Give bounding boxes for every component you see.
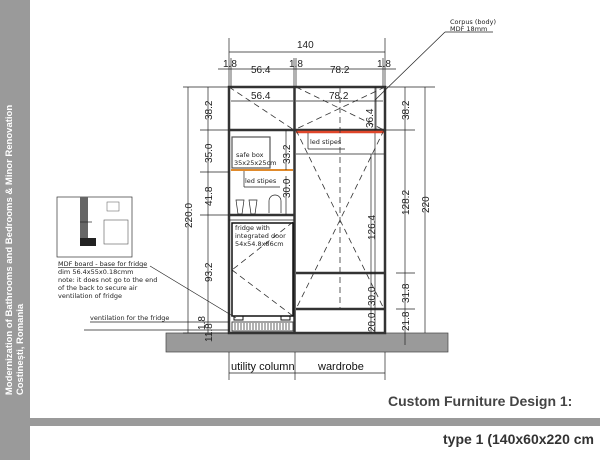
dim-right-total: 220: [421, 196, 432, 213]
fridge: [231, 222, 294, 317]
ventilation-grille: [231, 321, 294, 332]
dim-left-h4: 93.2: [204, 262, 215, 282]
fridge-foot: [233, 315, 244, 321]
door-swing-lines: [228, 86, 386, 317]
fridge-label-2: integrated door: [235, 232, 286, 240]
led-label-left: led stipes: [245, 177, 277, 185]
dim-total-width: 140: [297, 40, 314, 51]
dim-wardrobe-height: 126.4: [367, 215, 378, 240]
right-dimension-lines: [385, 86, 435, 345]
left-dimension-lines: [84, 86, 287, 334]
ventilation-label: ventilation for the fridge: [90, 314, 169, 322]
mdf-note-text: ventilation of fridge: [58, 292, 122, 300]
dim-left-h2: 35.0: [204, 143, 215, 163]
top-dimension-lines: [218, 38, 396, 130]
dim-left-h1: 38.2: [204, 100, 215, 120]
utility-column-label: utility column: [231, 361, 295, 373]
cabinet-frame: [227, 85, 387, 335]
fridge-size: 54x54.8x86cm: [235, 240, 284, 248]
wardrobe-label: wardrobe: [317, 361, 364, 373]
fridge-label: fridge with: [235, 224, 270, 232]
cups-icon: [235, 194, 282, 215]
safe-box: [231, 136, 271, 169]
mdf-note-title: MDF board - base for fridge: [58, 260, 147, 268]
safe-box-size: 35x25x25cm: [234, 159, 276, 167]
dim-left-total: 220.0: [184, 203, 195, 228]
mdf-note-text: note: it does not go to the end: [58, 276, 157, 284]
dim-wardrobe-low1: 30.0: [367, 286, 378, 306]
dim-left-width: 56.4: [251, 65, 271, 76]
drawing-title: Custom Furniture Design 1:: [388, 393, 573, 409]
dim-right-inner: 78.2: [329, 91, 349, 102]
dim-left-h3: 41.8: [204, 186, 215, 206]
dim-right-width: 78.2: [330, 65, 350, 76]
drawing-subtitle: type 1 (140x60x220 cm: [443, 431, 594, 447]
mdf-note-text: of the back to secure air: [58, 284, 138, 292]
corpus-label: Corpus (body): [450, 18, 496, 26]
dim-left-h5: 1.8: [197, 316, 208, 330]
divider-bar: [30, 418, 600, 426]
mdf-leader-line: [149, 265, 237, 319]
dim-right-h3: 31.8: [401, 283, 412, 303]
dim-right-h4: 21.8: [401, 311, 412, 331]
dim-board: 1.8: [223, 59, 237, 70]
sidebar-strip: Modernization of Bathrooms and Bedrooms …: [0, 0, 30, 460]
mdf-note-dim: dim 56.4x55x0.18cmm: [58, 268, 133, 276]
dim-right-h2: 128.2: [401, 190, 412, 215]
dim-left-inner: 56.4: [251, 91, 271, 102]
dim-left-h6: 11.8: [204, 323, 215, 342]
dim-wardrobe-low2: 20.0: [367, 312, 378, 332]
dim-safe-height: 33.2: [282, 144, 293, 164]
dim-board: 1.8: [289, 59, 303, 70]
dim-shelf-gap: 30.0: [282, 178, 293, 198]
led-label-right: led stipes: [310, 138, 342, 146]
dim-board: 1.8: [377, 59, 391, 70]
safe-box-label: safe box: [236, 151, 264, 159]
dim-right-h1: 38.2: [401, 100, 412, 120]
fridge-base-detail-image: [56, 196, 133, 258]
bottom-dimension-lines: [228, 352, 386, 380]
fridge-foot: [280, 315, 291, 321]
corpus-material: MDF 18mm: [450, 25, 487, 33]
dim-right-top-inner: 36.4: [365, 108, 376, 128]
